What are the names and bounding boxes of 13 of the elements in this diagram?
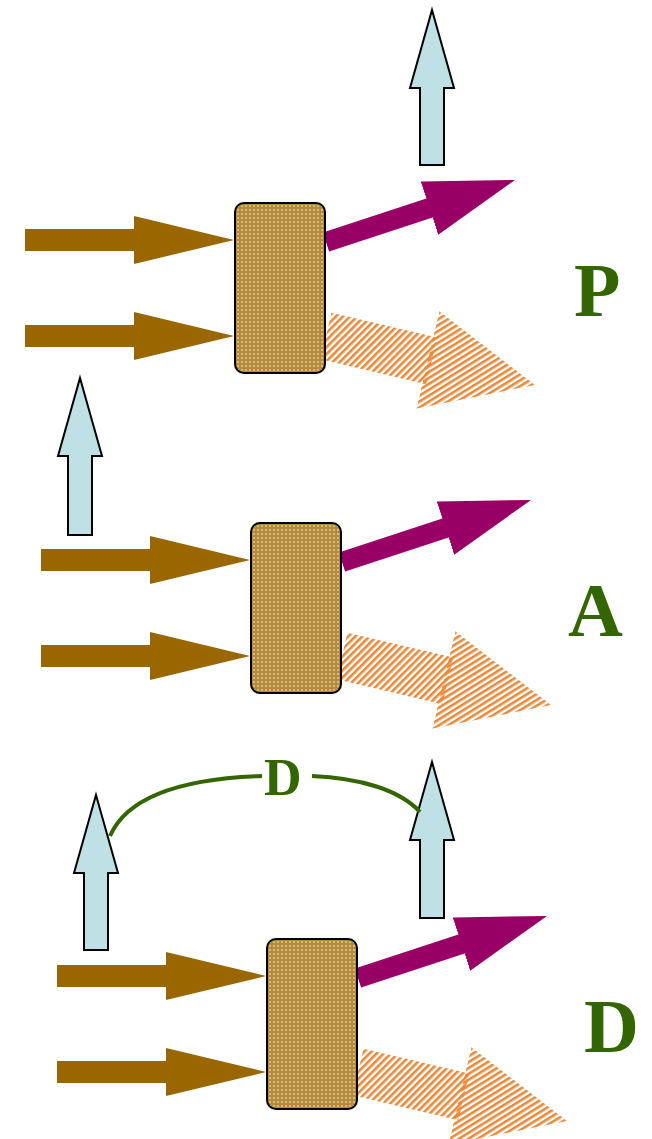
arrow xyxy=(57,952,266,1000)
phase-letter: D xyxy=(264,752,302,804)
arrow xyxy=(41,632,250,680)
process-box xyxy=(250,522,342,694)
phase-letter: P xyxy=(574,252,621,328)
process-box xyxy=(266,938,358,1110)
arrow xyxy=(57,1048,266,1096)
arrow xyxy=(25,312,234,360)
arrow xyxy=(25,216,234,264)
process-box xyxy=(234,202,326,374)
phase-letter: A xyxy=(568,572,623,648)
arrow xyxy=(41,536,250,584)
phase-letter: D xyxy=(584,988,639,1064)
